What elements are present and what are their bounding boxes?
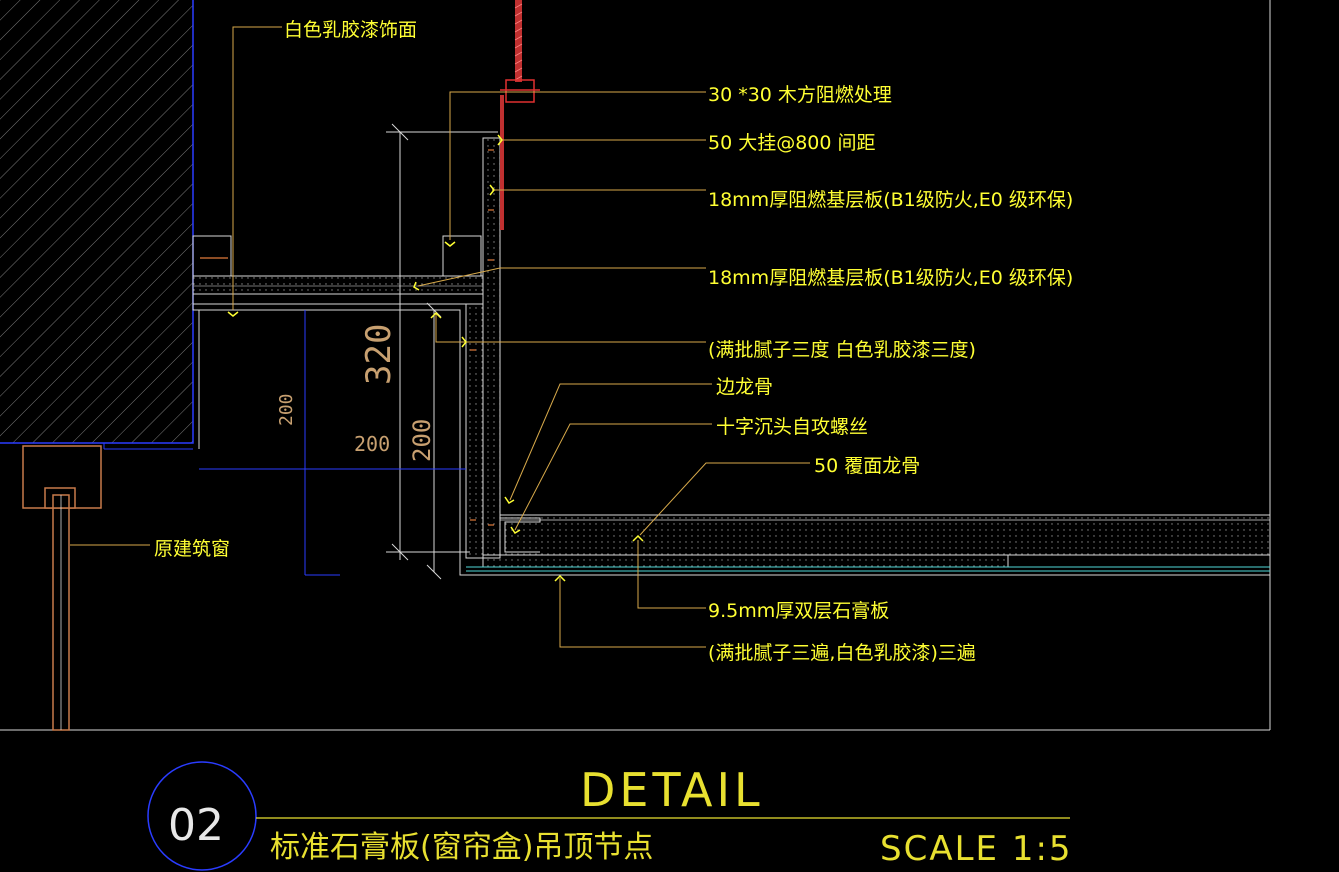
- label-wood-batten: 30 *30 木方阻燃处理: [708, 84, 892, 106]
- curtain-box: [192, 137, 1271, 576]
- callout-labels: 白色乳胶漆饰面 30 *30 木方阻燃处理 50 大挂@800 间距 18mm厚…: [154, 19, 1073, 664]
- detail-number-circle: [147, 761, 257, 871]
- title-block: 02 DETAIL 标准石膏板(窗帘盒)吊顶节点 SCALE 1:5: [147, 761, 1073, 871]
- dim-200-left: 200: [276, 393, 297, 426]
- detail-name: 标准石膏板(窗帘盒)吊顶节点: [270, 830, 653, 865]
- hanger-rod: [500, 0, 540, 230]
- detail-scale: SCALE 1:5: [880, 829, 1073, 869]
- label-putty-paint: (满批腻子三遍,白色乳胶漆)三遍: [708, 642, 976, 664]
- label-wall-finish: 白色乳胶漆饰面: [284, 19, 417, 41]
- leader-arrows: [227, 134, 644, 582]
- concrete-wall: [0, 0, 194, 444]
- leader-lines: [70, 26, 810, 648]
- detail-title: DETAIL: [580, 763, 764, 817]
- label-screw: 十字沉头自攻螺丝: [716, 416, 868, 438]
- dimension-lines-blue: [199, 310, 466, 576]
- dimension-texts: 320 200 200 200: [276, 324, 436, 462]
- label-edge-keel: 边龙骨: [716, 376, 773, 398]
- dim-320: 320: [359, 324, 399, 385]
- label-gypsum: 9.5mm厚双层石膏板: [708, 599, 889, 622]
- drawing-frame: [0, 0, 1271, 731]
- detail-number: 02: [168, 800, 224, 851]
- label-base-board-1: 18mm厚阻燃基层板(B1级防火,E0 级环保): [708, 189, 1073, 211]
- label-cover-keel: 50 覆面龙骨: [814, 455, 920, 477]
- label-base-board-2: 18mm厚阻燃基层板(B1级防火,E0 级环保): [708, 267, 1073, 289]
- dim-200-mid: 200: [354, 432, 390, 456]
- label-main-hanger: 50 大挂@800 间距: [708, 132, 876, 154]
- label-original-window: 原建筑窗: [154, 538, 230, 560]
- original-window: [22, 443, 193, 731]
- label-putty-3: (满批腻子三度 白色乳胶漆三度): [708, 339, 976, 361]
- dim-200-right: 200: [408, 419, 436, 462]
